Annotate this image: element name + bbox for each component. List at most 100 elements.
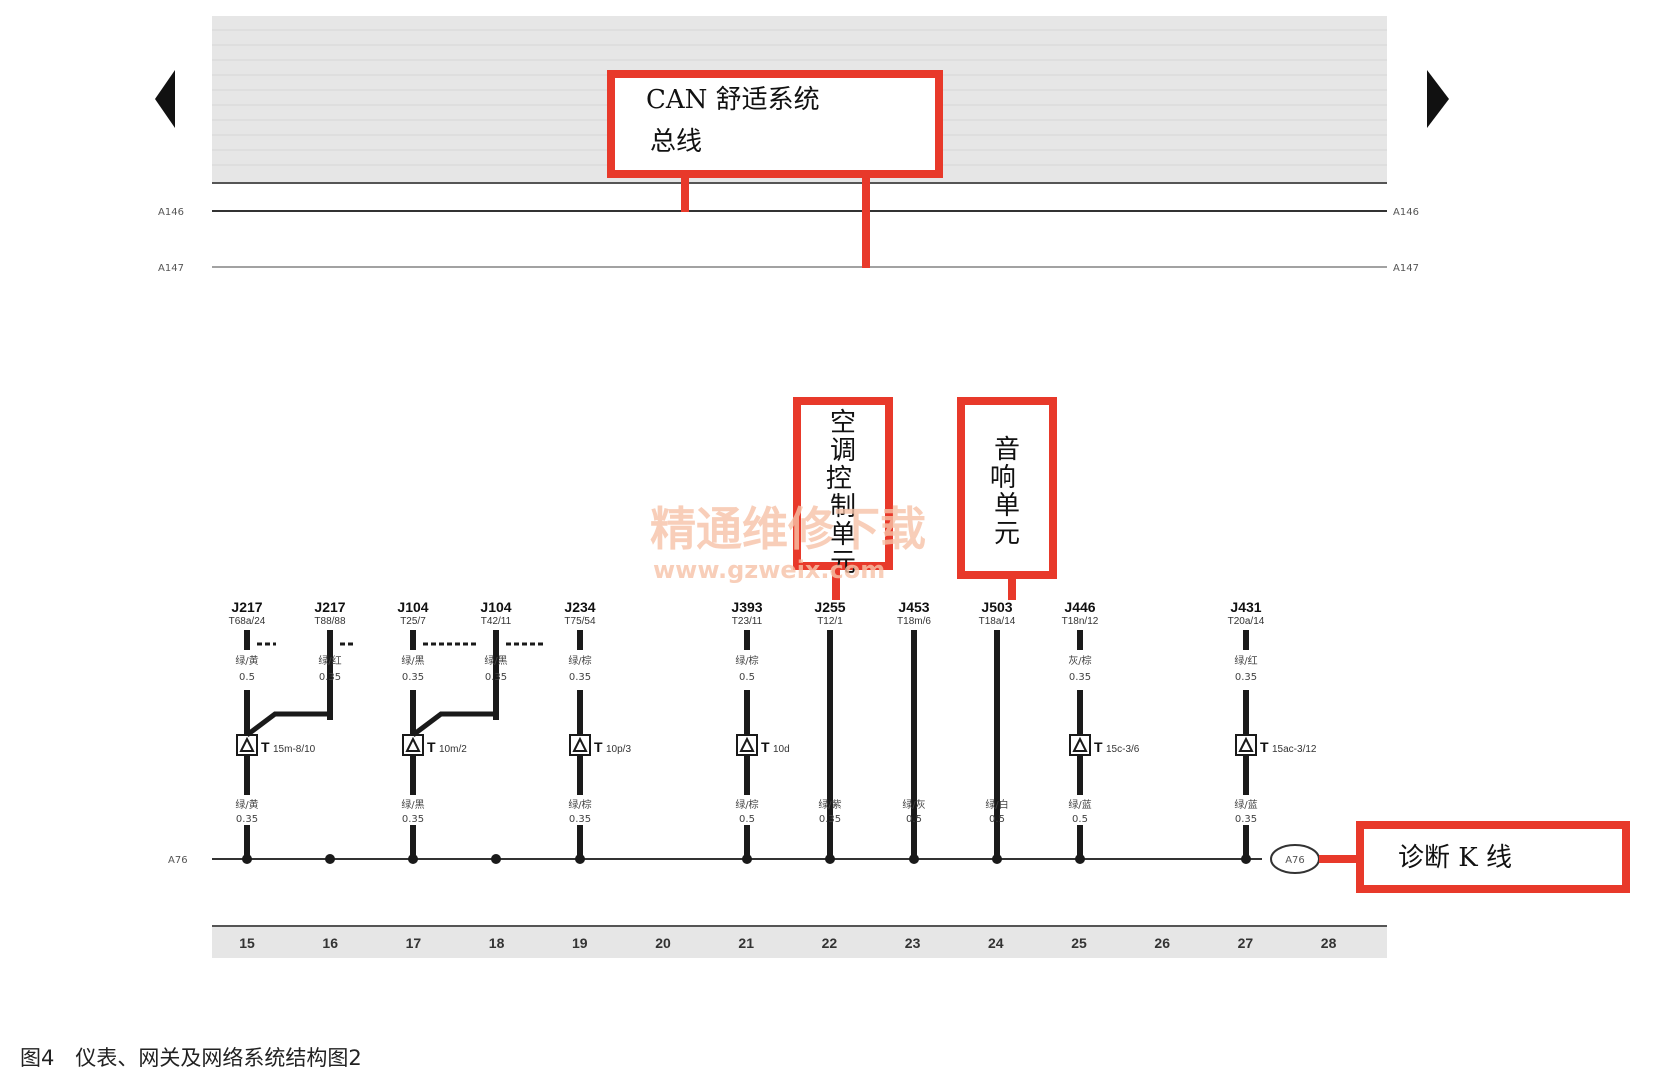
splice-dot (825, 854, 835, 864)
left-arrow-icon[interactable] (155, 70, 175, 128)
splice-dot (242, 854, 252, 864)
connector-label: 10p/3 (606, 744, 631, 755)
callout-diag-k (1356, 821, 1630, 893)
column-number: 17 (406, 935, 422, 951)
wire-size: 0.35 (402, 814, 424, 825)
callout-diag-k-text: 诊断 K 线 (1398, 843, 1512, 873)
column-number: 19 (572, 935, 588, 951)
wire-color: 绿/黑 (401, 798, 424, 811)
callout-can-comfort-line2: 总线 (650, 127, 702, 157)
column-number: 24 (988, 935, 1004, 951)
callout-can-comfort-line1: CAN 舒适系统 (646, 85, 820, 115)
splice-dot (491, 854, 501, 864)
wire-color: 绿/棕 (735, 654, 758, 667)
wire-size: 0.35 (819, 814, 841, 825)
wire-color: 绿/黑 (401, 654, 424, 667)
wire-size: 0.5 (906, 814, 922, 825)
component-pin: T68a/24 (229, 616, 266, 627)
splice-dot (1075, 854, 1085, 864)
wire-color: 绿/灰 (902, 798, 925, 811)
component-id: J217 (231, 599, 262, 615)
wire-color: 绿/黄 (235, 654, 258, 667)
watermark-cn: 精通维修下载 (650, 502, 926, 556)
component-pin: T42/11 (481, 616, 512, 627)
callout-ac-unit (793, 397, 893, 570)
splice-dot (992, 854, 1002, 864)
connector-t: T (427, 739, 436, 755)
splice-dot (742, 854, 752, 864)
column-number: 23 (905, 935, 921, 951)
wire-color: 绿/棕 (568, 798, 591, 811)
component-id: J393 (731, 599, 762, 615)
connector-t: T (594, 739, 603, 755)
column-number: 15 (239, 935, 255, 951)
component-pin: T12/1 (817, 616, 843, 627)
wire-color: 绿/蓝 (1068, 798, 1091, 811)
watermark-url: www.gzweix.com (653, 556, 885, 584)
connector-label: 10m/2 (439, 744, 467, 755)
component-id: J503 (981, 599, 1012, 615)
component-pin: T88/88 (314, 616, 346, 627)
connector-label: 15c-3/6 (1106, 744, 1140, 755)
component-id: J446 (1064, 599, 1095, 615)
wire-color: 绿/紫 (818, 798, 841, 811)
component-pin: T18m/6 (897, 616, 931, 627)
column-number: 26 (1154, 935, 1170, 951)
component-id: J104 (480, 599, 511, 615)
label-a146-left: A146 (158, 207, 184, 218)
wire-size: 0.35 (1235, 814, 1257, 825)
figure-caption: 图4 仪表、网关及网络系统结构图2 (20, 1046, 362, 1070)
column-number: 18 (489, 935, 505, 951)
wire-color: 绿/红 (1234, 654, 1257, 667)
column-band (212, 926, 1387, 958)
jumper-wire (411, 690, 499, 737)
splice-dot (1241, 854, 1251, 864)
component-pin: T75/54 (564, 616, 596, 627)
component-pin: T25/7 (400, 616, 426, 627)
component-pin: T20a/14 (1228, 616, 1265, 627)
wire-color: 绿/蓝 (1234, 798, 1257, 811)
right-arrow-icon[interactable] (1427, 70, 1449, 128)
component-id: J104 (397, 599, 428, 615)
callout-ac-unit-text: 空调控 制单元 (826, 408, 860, 578)
label-a76: A76 (168, 855, 188, 866)
wire-size: 0.35 (319, 672, 341, 683)
jumper-wire (245, 690, 333, 737)
wire-size: 0.35 (485, 672, 507, 683)
component-id: J217 (314, 599, 345, 615)
component-id: J234 (564, 599, 595, 615)
wire-size: 0.35 (569, 814, 591, 825)
splice-dot (325, 854, 335, 864)
label-a147-left: A147 (158, 263, 184, 274)
connector-label: 10d (773, 744, 790, 755)
connector-t: T (1260, 739, 1269, 755)
column-number: 25 (1071, 935, 1087, 951)
wire-color: 灰/棕 (1068, 654, 1091, 667)
splice-dot (909, 854, 919, 864)
connector-t: T (761, 739, 770, 755)
wire-size: 0.35 (569, 672, 591, 683)
node-a76-label: A76 (1285, 855, 1305, 866)
component-pin: T18n/12 (1062, 616, 1099, 627)
component-pin: T18a/14 (979, 616, 1016, 627)
component-pin: T23/11 (732, 616, 763, 627)
wire-size: 0.5 (739, 672, 755, 683)
callout-can-comfort (607, 70, 943, 178)
wire-size: 0.35 (402, 672, 424, 683)
connector-t: T (261, 739, 270, 755)
wire-size: 0.5 (989, 814, 1005, 825)
wire-size: 0.35 (1069, 672, 1091, 683)
